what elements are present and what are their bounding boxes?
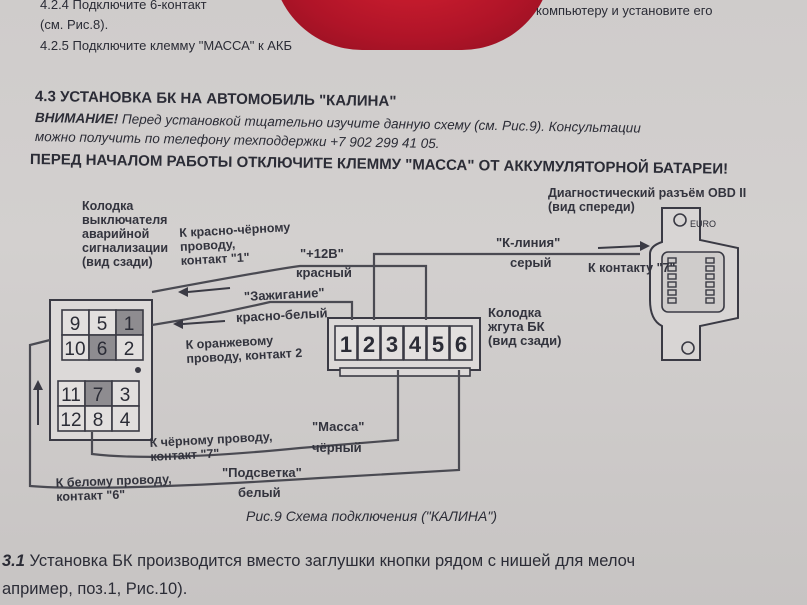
pin-4: 4 xyxy=(120,410,131,431)
obd-subtitle: (вид спереди) xyxy=(548,200,635,214)
bottom-line-1: 3.1 Установка БК производится вместо заг… xyxy=(2,552,635,571)
harness-pin-3: 3 xyxy=(386,332,398,357)
to-white-label: К белому проводу, контакт "6" xyxy=(55,471,172,504)
wire-massa xyxy=(90,370,400,458)
massa-label: "Масса" xyxy=(312,419,365,434)
arrow-icon xyxy=(33,241,650,425)
gray-label: серый xyxy=(510,255,552,270)
white-label: белый xyxy=(238,485,281,500)
bottom-line-1-text: Установка БК производится вместо заглушк… xyxy=(29,552,636,570)
wire-plus12 xyxy=(151,264,428,320)
top-line-2: (см. Рис.8). xyxy=(40,17,109,32)
pin-3: 3 xyxy=(120,385,131,406)
k-line-label: "К-линия" xyxy=(496,235,561,250)
figure-caption: Рис.9 Схема подключения ("КАЛИНА") xyxy=(246,508,497,524)
harness-pin-4: 4 xyxy=(409,332,422,357)
harness-block-label: Колодка жгута БК (вид сзади) xyxy=(488,305,562,348)
hazard-dot xyxy=(135,367,141,373)
pin-6: 6 xyxy=(97,339,108,360)
obd-connector xyxy=(649,207,739,361)
black-label: чёрный xyxy=(312,440,362,455)
top-line-1b: компьютеру и установите его xyxy=(536,3,713,18)
hazard-block-label: Колодка выключателя аварийной сигнализац… xyxy=(82,199,169,269)
wire-k-line xyxy=(372,252,640,320)
harness-pins: 1 2 3 4 5 6 xyxy=(334,325,473,361)
pin-1: 1 xyxy=(124,314,135,335)
pin-10: 10 xyxy=(64,339,85,360)
harness-latch xyxy=(339,367,471,377)
harness-pin-1: 1 xyxy=(340,332,352,357)
pin-12: 12 xyxy=(60,410,81,431)
pin-5: 5 xyxy=(97,314,108,335)
top-line-1a: 4.2.4 Подключите 6-контакт xyxy=(40,0,207,12)
wire-ignition xyxy=(151,300,354,327)
top-line-3: 4.2.5 Подключите клемму "МАССА" к АКБ xyxy=(40,38,293,53)
hazard-pins-top: 9 5 1 10 6 2 xyxy=(61,309,144,361)
red-label: красный xyxy=(296,265,352,280)
pin-11: 11 xyxy=(61,385,81,406)
hazard-pins-bottom: 11 7 3 12 8 4 xyxy=(57,380,140,432)
to-contact7-obd-label: К контакту "7" xyxy=(588,261,676,275)
pin-9: 9 xyxy=(70,314,81,335)
wire-backlight xyxy=(28,338,461,489)
pin-7: 7 xyxy=(93,385,104,406)
plus12-label: "+12В" xyxy=(300,246,344,261)
obd-euro-label: EURO xyxy=(690,219,716,229)
bottom-line-2: апример, поз.1, Рис.10). xyxy=(2,580,188,598)
pin-8: 8 xyxy=(93,410,104,431)
backlight-label: "Подсветка" xyxy=(222,465,302,480)
harness-pin-2: 2 xyxy=(363,332,375,357)
wire-red-black-label: К красно-чёрному проводу, контакт "1" xyxy=(178,220,291,268)
pin-2: 2 xyxy=(124,339,135,360)
harness-pin-6: 6 xyxy=(455,332,467,357)
obd-title: Диагностический разъём OBD II xyxy=(548,186,747,200)
bottom-line-1-num: 3.1 xyxy=(2,552,25,570)
harness-pin-5: 5 xyxy=(432,332,444,357)
